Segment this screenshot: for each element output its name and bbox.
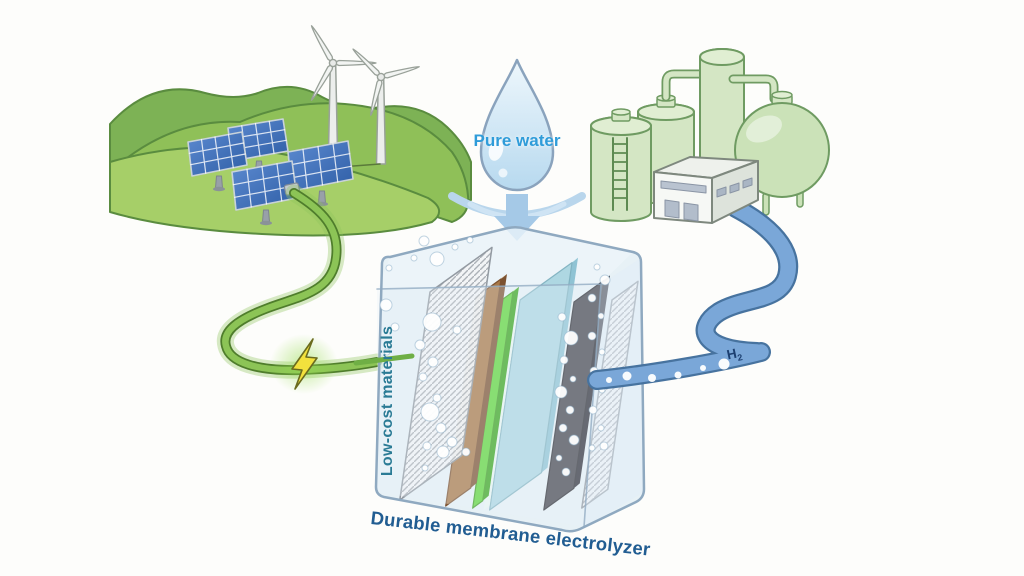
window-strip: [660, 180, 707, 194]
lightning-bolt-icon: [270, 334, 338, 394]
water-droplet: [448, 58, 586, 241]
side-window: [742, 177, 753, 189]
pipe-hydrogen-bubbles: [606, 358, 730, 383]
cyan-membrane-layer: [489, 262, 573, 511]
down-arrow-icon: [494, 194, 540, 241]
door: [664, 199, 680, 219]
porous-mesh-layer-front: [399, 246, 493, 501]
side-window: [716, 186, 727, 198]
factory-building: [653, 156, 759, 224]
hydrogen-pipe: [587, 198, 799, 390]
droplet-shape: [479, 58, 555, 192]
solar-panels: [187, 118, 354, 226]
cable-stub: [353, 353, 415, 366]
side-window: [729, 182, 740, 194]
wind-turbines: [310, 25, 420, 165]
door: [683, 202, 699, 222]
pure-water-label: Pure water: [473, 131, 561, 150]
tank-ladder: [612, 137, 628, 211]
low-cost-materials-label: Low-cost materials: [379, 325, 396, 477]
gas-bubbles: [379, 235, 611, 477]
